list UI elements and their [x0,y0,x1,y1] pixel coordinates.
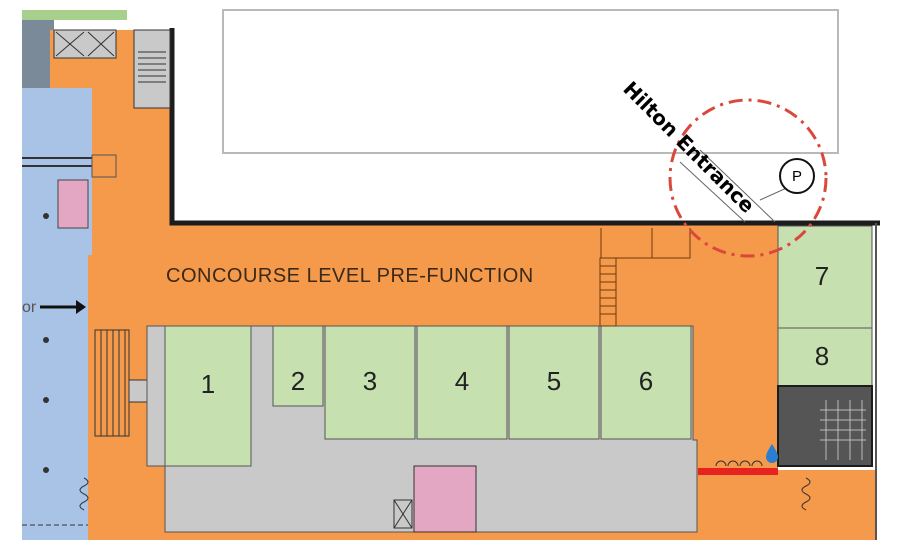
pink-room-bottom [413,465,477,533]
room-6-label: 6 [639,366,653,396]
room-7[interactable] [777,225,873,329]
parking-icon[interactable]: P [779,158,815,194]
room-1-label: 1 [201,369,215,399]
room-3-label: 3 [363,366,377,396]
column-dot [43,213,49,219]
right-stair-curve [801,477,811,511]
edge-text-fragment: or [22,299,37,316]
room-4[interactable] [416,325,508,440]
room-3[interactable] [324,325,416,440]
room-1[interactable] [164,325,252,467]
left-bottom-curve [79,477,89,511]
top-left-green-strip [22,10,127,20]
concourse-label: CONCOURSE LEVEL PRE-FUNCTION [166,265,534,287]
hotel-building-outline [222,9,839,154]
highlight-bar [698,468,778,475]
room-6[interactable] [600,325,692,440]
adjacent-hall-area [22,88,92,540]
stair-block [133,29,171,109]
water-fountain-icon [766,444,778,463]
room-7-label: 7 [815,261,829,291]
room-5-label: 5 [547,366,561,396]
direction-arrow-head [76,300,86,314]
building-wall [169,28,880,226]
pink-room-left [57,179,89,229]
room-8[interactable] [777,327,873,387]
wall-outline-center [600,228,691,259]
room-5[interactable] [508,325,600,440]
column-box [91,154,117,178]
column-dot [43,337,49,343]
restroom-block [777,385,873,467]
room-4-label: 4 [455,366,469,396]
box-cross [87,31,115,57]
box-cross [393,499,413,529]
box-cross [55,31,85,57]
room-8-label: 8 [815,341,829,371]
restroom-fixtures [820,400,866,460]
elevator-box [128,379,148,403]
room-2-label: 2 [291,366,305,396]
column-dot [43,397,49,403]
parking-letter: P [792,168,802,185]
adjacent-hall-top [22,14,54,88]
stair-treads [138,51,166,83]
column-dot [43,467,49,473]
service-block [53,29,117,59]
door-swings-bottom [715,460,763,467]
room-2[interactable] [272,325,324,407]
entrance-highlight-ring[interactable] [668,98,828,258]
